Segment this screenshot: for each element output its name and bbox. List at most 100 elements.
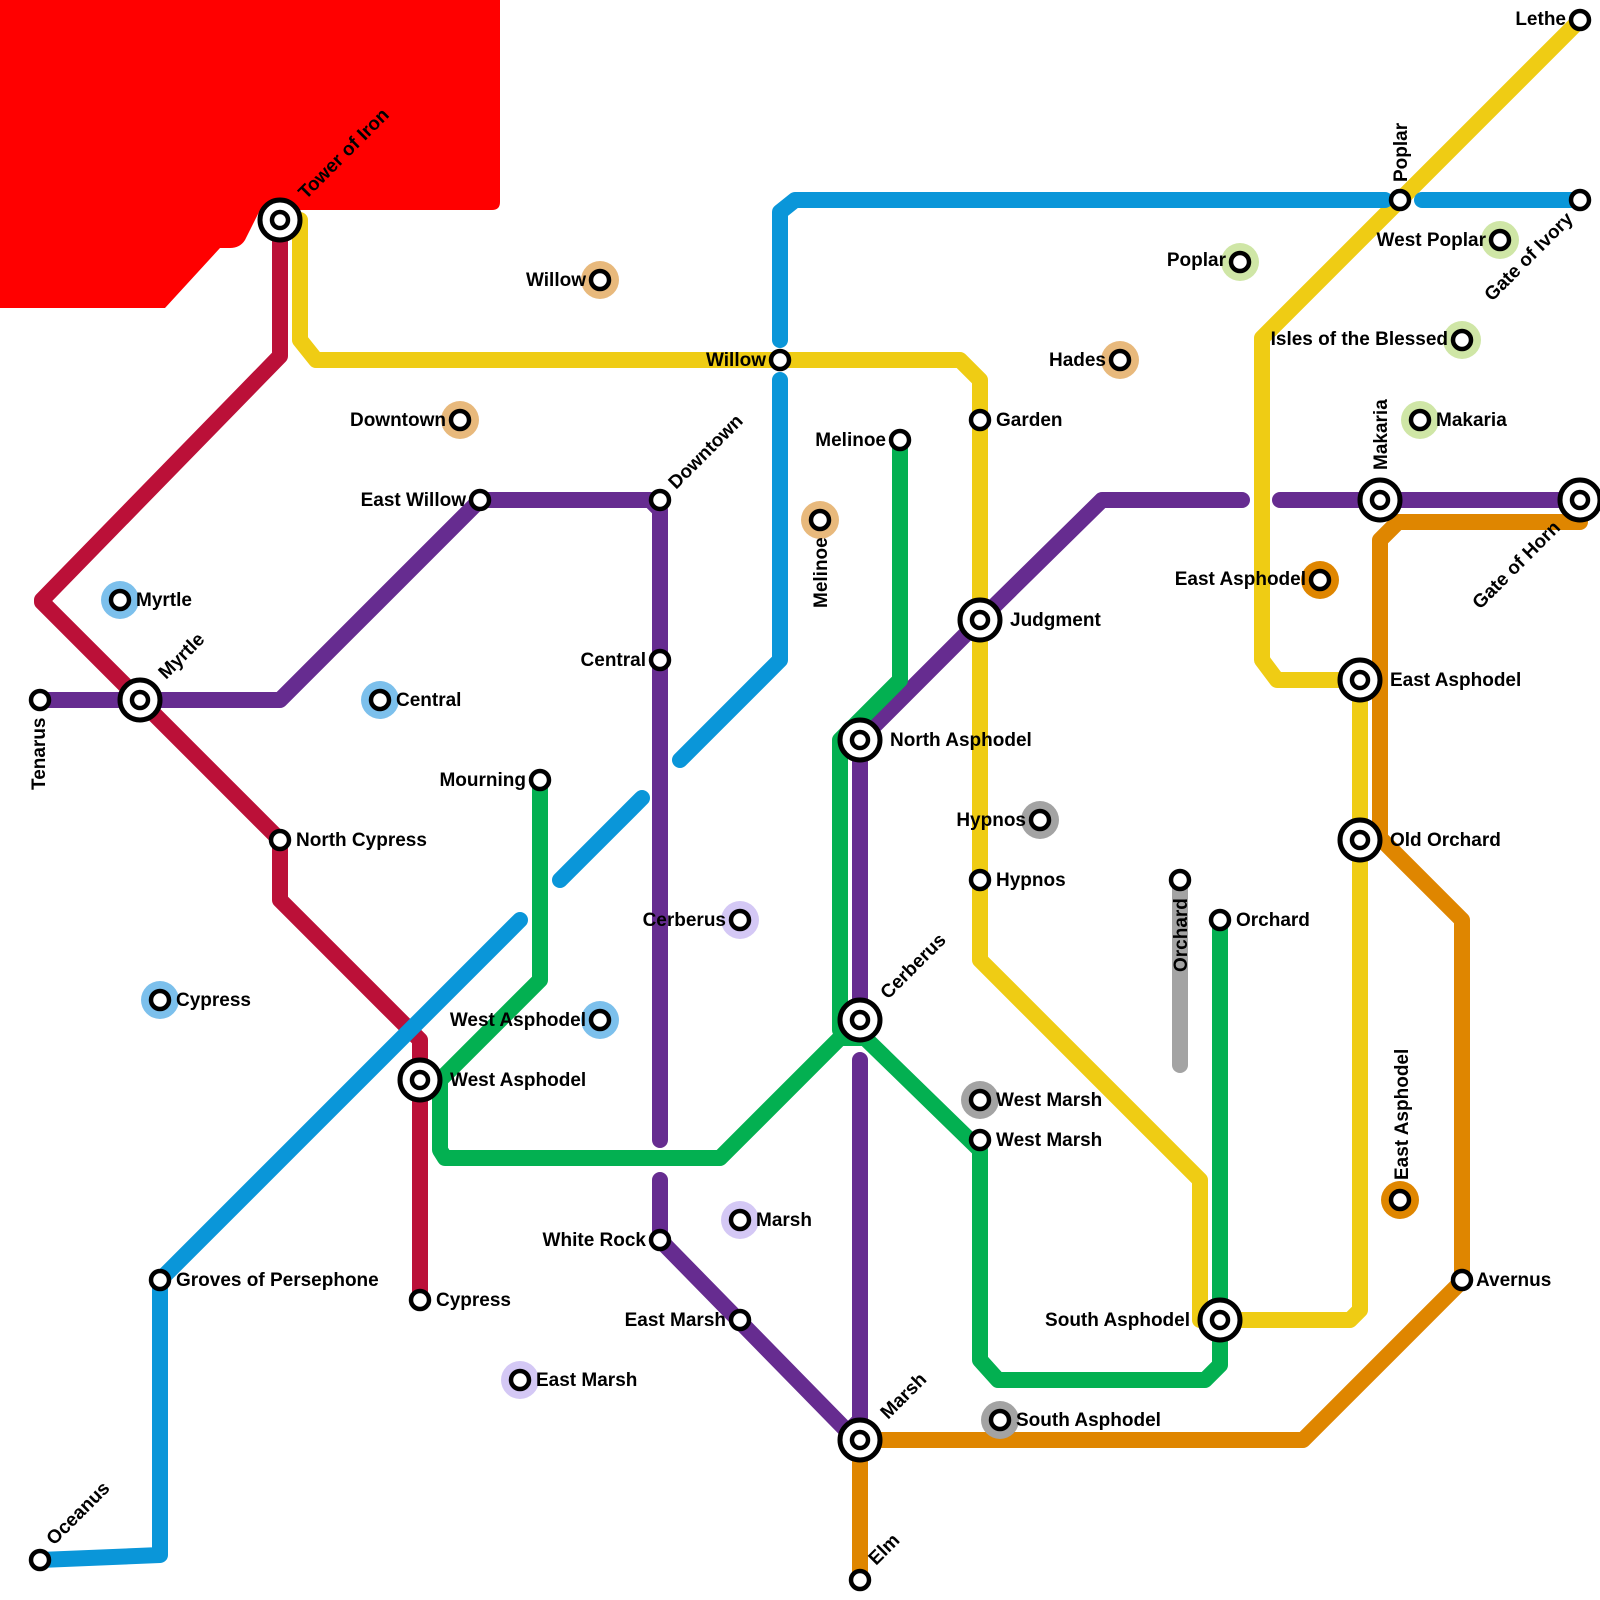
- station-orchard[interactable]: [1208, 908, 1232, 932]
- station-melinoe[interactable]: [888, 428, 912, 452]
- label-hypnos: Hypnos: [996, 870, 1066, 891]
- orange-line: [852, 510, 1588, 1588]
- station-ring-makaria-ring[interactable]: [1401, 401, 1439, 439]
- station-ring-west-asphodel-ring[interactable]: [581, 1001, 619, 1039]
- label-east-asphodel: East Asphodel: [1390, 670, 1521, 691]
- station-ring-willow-ring[interactable]: [581, 261, 619, 299]
- label-tenarus: Tenarus: [29, 717, 50, 790]
- station-ring-east-asphodel-low[interactable]: [1381, 1181, 1419, 1219]
- station-garden[interactable]: [968, 408, 992, 432]
- label-marsh-top: Marsh: [877, 1369, 931, 1423]
- label-west-asphodel-ring: West Asphodel: [450, 1010, 586, 1031]
- label-north-asphodel: North Asphodel: [890, 730, 1032, 751]
- label-marsh-ring: Marsh: [756, 1210, 812, 1231]
- label-melinoe-ring: Melinoe: [811, 537, 832, 608]
- station-east-asphodel[interactable]: [1337, 657, 1383, 703]
- label-poplar-ring: Poplar: [1167, 250, 1227, 271]
- station-ring-melinoe-ring[interactable]: [801, 501, 839, 539]
- green-line-north: [832, 432, 908, 1038]
- label-downtown: Downtown: [665, 411, 748, 494]
- station-cypress[interactable]: [408, 1288, 432, 1312]
- station-ring-poplar-ring[interactable]: [1221, 243, 1259, 281]
- station-ring-west-marsh-ring[interactable]: [961, 1081, 999, 1119]
- station-elm[interactable]: [848, 1568, 872, 1592]
- station-south-asphodel[interactable]: [1197, 1297, 1243, 1343]
- station-groves-of-persephone[interactable]: [148, 1268, 172, 1292]
- purple-line-west: [32, 492, 668, 1148]
- station-avernus[interactable]: [1450, 1268, 1474, 1292]
- label-east-marsh-ring: East Marsh: [536, 1370, 637, 1391]
- station-east-willow[interactable]: [468, 488, 492, 512]
- label-hypnos-ring: Hypnos: [956, 810, 1026, 831]
- station-marsh-top[interactable]: [837, 1417, 883, 1463]
- station-north-asphodel[interactable]: [837, 717, 883, 763]
- station-mourning[interactable]: [528, 768, 552, 792]
- label-lethe: Lethe: [1515, 9, 1566, 30]
- station-ring-hypnos-ring[interactable]: [1021, 801, 1059, 839]
- station-north-cypress[interactable]: [268, 828, 292, 852]
- station-downtown[interactable]: [648, 488, 672, 512]
- station-judgment[interactable]: [957, 597, 1003, 643]
- station-ring-central-ring[interactable]: [361, 681, 399, 719]
- station-ring-west-poplar[interactable]: [1481, 221, 1519, 259]
- label-hades: Hades: [1049, 350, 1106, 371]
- station-ring-cypress-ring[interactable]: [141, 981, 179, 1019]
- label-orchard: Orchard: [1236, 910, 1310, 931]
- station-makaria-top[interactable]: [1357, 477, 1403, 523]
- station-ring-myrtle-ring[interactable]: [101, 581, 139, 619]
- station-east-marsh[interactable]: [728, 1308, 752, 1332]
- label-orchard-gray: Orchard: [1171, 898, 1192, 972]
- label-avernus: Avernus: [1476, 1270, 1551, 1291]
- label-west-marsh: West Marsh: [996, 1130, 1102, 1151]
- station-ring-east-asphodel-ring[interactable]: [1301, 561, 1339, 599]
- label-melinoe: Melinoe: [815, 430, 886, 451]
- station-tower-of-iron[interactable]: [257, 197, 303, 243]
- station-hypnos[interactable]: [968, 868, 992, 892]
- label-east-marsh: East Marsh: [625, 1310, 726, 1331]
- label-makaria-top: Makaria: [1371, 399, 1392, 470]
- label-gate-of-horn: Gate of Horn: [1469, 517, 1565, 613]
- station-orchard-gray[interactable]: [1168, 868, 1192, 892]
- station-ring-hades[interactable]: [1101, 341, 1139, 379]
- station-cerberus-top[interactable]: [837, 997, 883, 1043]
- label-downtown-ring: Downtown: [350, 410, 446, 431]
- label-cypress-ring: Cypress: [176, 990, 251, 1011]
- label-south-asphodel-ring: South Asphodel: [1016, 1410, 1161, 1431]
- label-west-asphodel: West Asphodel: [450, 1070, 586, 1091]
- station-ring-cerberus-ring[interactable]: [721, 901, 759, 939]
- label-poplar-top: Poplar: [1391, 122, 1412, 182]
- station-old-orchard[interactable]: [1337, 817, 1383, 863]
- label-makaria-ring: Makaria: [1436, 410, 1507, 431]
- station-willow[interactable]: [768, 348, 792, 372]
- corner-block: [0, 0, 500, 308]
- station-lethe[interactable]: [1568, 8, 1592, 32]
- station-ring-east-marsh-ring[interactable]: [501, 1361, 539, 1399]
- yellow-line-west: [292, 212, 1368, 1328]
- blue-line-mid: [672, 372, 788, 768]
- label-groves-of-persephone: Groves of Persephone: [176, 1270, 379, 1291]
- station-oceanus[interactable]: [28, 1548, 52, 1572]
- station-west-marsh[interactable]: [968, 1128, 992, 1152]
- station-west-asphodel[interactable]: [397, 1057, 443, 1103]
- label-cypress: Cypress: [436, 1290, 511, 1311]
- label-central-ring: Central: [396, 690, 461, 711]
- station-ring-downtown-ring[interactable]: [441, 401, 479, 439]
- station-white-rock[interactable]: [648, 1228, 672, 1252]
- station-poplar-top[interactable]: [1388, 188, 1412, 212]
- label-isles-of-the-blessed: Isles of the Blessed: [1271, 329, 1448, 350]
- station-myrtle[interactable]: [117, 677, 163, 723]
- label-mourning: Mourning: [439, 770, 526, 791]
- label-west-poplar: West Poplar: [1377, 230, 1487, 251]
- label-willow: Willow: [706, 350, 766, 371]
- station-gate-of-ivory[interactable]: [1568, 188, 1592, 212]
- label-elm: Elm: [865, 1530, 904, 1569]
- label-east-asphodel-ring: East Asphodel: [1175, 569, 1306, 590]
- station-tenarus[interactable]: [28, 688, 52, 712]
- blue-line-south: [32, 912, 528, 1568]
- station-gate-of-horn[interactable]: [1557, 477, 1600, 523]
- station-ring-marsh-ring[interactable]: [721, 1201, 759, 1239]
- blue-line-north: [772, 192, 1393, 348]
- station-central[interactable]: [648, 648, 672, 672]
- station-ring-isles-of-the-blessed[interactable]: [1443, 321, 1481, 359]
- station-ring-south-asphodel-ring[interactable]: [981, 1401, 1019, 1439]
